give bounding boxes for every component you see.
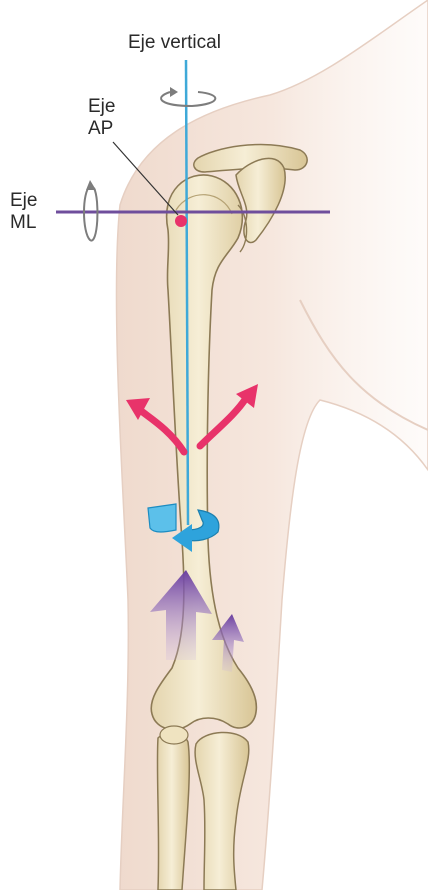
- ml-axis-label-line2: ML: [10, 212, 36, 234]
- rotation-ribbon: [148, 504, 176, 532]
- ap-axis-point: [175, 215, 187, 227]
- olecranon: [160, 726, 188, 744]
- ap-axis-label-line1: Eje: [88, 96, 115, 118]
- ml-axis-label-line1: Eje: [10, 190, 37, 212]
- ml-axis-rotation-arrowhead: [86, 180, 96, 190]
- vertical-axis-rotation-arrowhead: [170, 87, 178, 97]
- ap-axis-label-line2: AP: [88, 118, 113, 140]
- vertical-axis-rotation-icon: [161, 92, 215, 106]
- vertical-axis-label: Eje vertical: [128, 32, 221, 54]
